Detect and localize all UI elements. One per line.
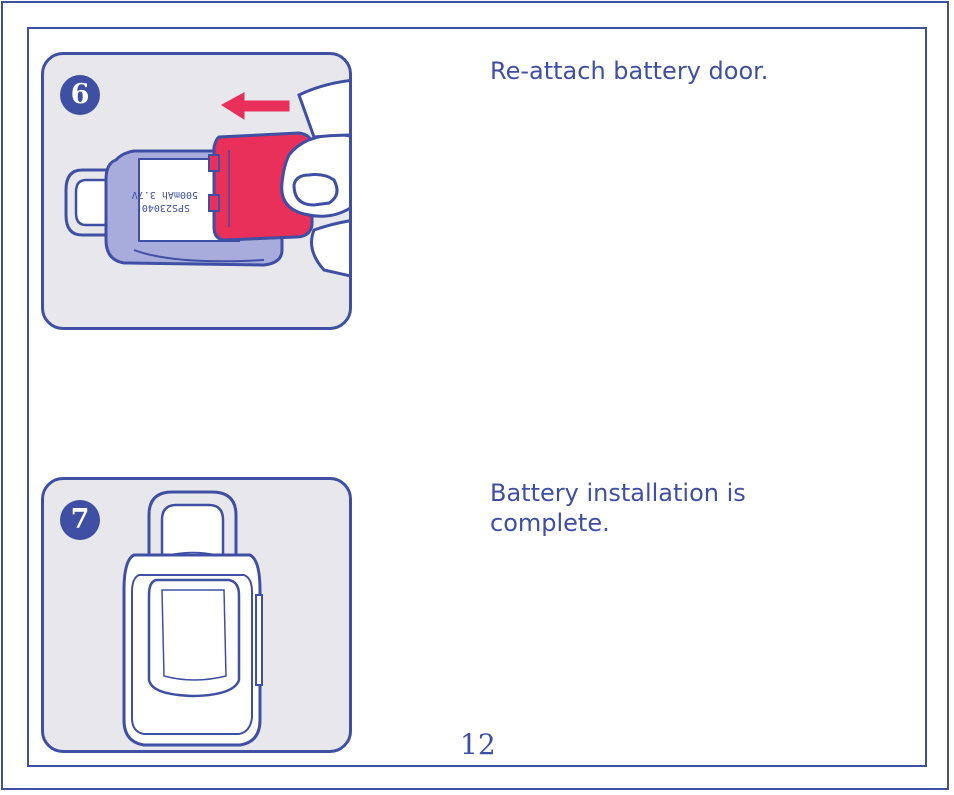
step-6-illustration: SPS23040 500mAh 3.7V 6	[41, 52, 352, 330]
step-7-badge: 7	[60, 500, 100, 540]
page-number: 12	[460, 728, 496, 761]
battery-door-attach-illustration: SPS23040 500mAh 3.7V	[64, 79, 349, 278]
content-border	[27, 27, 927, 767]
step-7-instruction: Battery installation is complete.	[490, 479, 746, 537]
battery-label-rating: 500mAh 3.7V	[132, 189, 198, 200]
step-7-illustration: 7	[41, 477, 352, 753]
battery-label-model: SPS23040	[142, 202, 190, 213]
step-6-badge: 6	[60, 75, 100, 115]
completed-device-illustration	[122, 490, 263, 747]
step-6-instruction: Re-attach battery door.	[490, 57, 769, 85]
